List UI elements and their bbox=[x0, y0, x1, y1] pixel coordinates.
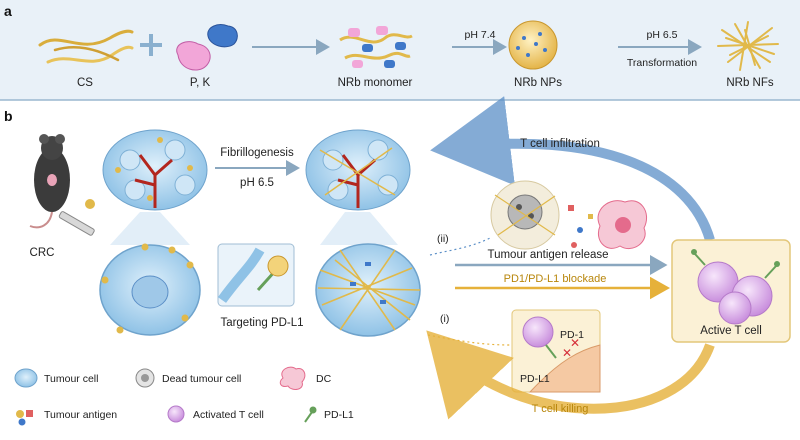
cs-fibres-icon bbox=[38, 29, 134, 64]
tumour-tissue-right-icon bbox=[305, 129, 411, 211]
cs-label: CS bbox=[77, 77, 93, 89]
nps-label: NRb NPs bbox=[514, 77, 562, 89]
svg-text:✕: ✕ bbox=[570, 336, 580, 350]
t-infiltration-label: T cell infiltration bbox=[520, 138, 600, 150]
ph65-label: pH 6.5 bbox=[647, 29, 678, 41]
nrb-nfs-icon bbox=[717, 21, 779, 71]
legend-label-activated-t-cell: Activated T cell bbox=[193, 409, 264, 421]
legend-label-pd-l1: PD-L1 bbox=[324, 409, 354, 421]
legend: Tumour cell Dead tumour cell DC Tumour a… bbox=[14, 366, 354, 426]
label-ii: (ii) bbox=[437, 233, 449, 245]
crc-label: CRC bbox=[30, 247, 55, 259]
nrb-monomer-icon bbox=[339, 26, 413, 68]
dead-tumour-dc-group-icon bbox=[490, 180, 648, 250]
targeting-pdl1-inset bbox=[217, 243, 295, 307]
pd1-inset: ✕ ✕ bbox=[511, 309, 601, 393]
dotted-link-ii bbox=[429, 237, 491, 256]
targeting-label: Targeting PD-L1 bbox=[220, 317, 303, 329]
pdl1-inset-label: PD-L1 bbox=[520, 373, 550, 385]
syringe-icon bbox=[58, 199, 95, 236]
active-t-cell-box bbox=[671, 239, 791, 343]
nfs-label: NRb NFs bbox=[726, 77, 774, 89]
fibrillogenesis-label: Fibrillogenesis bbox=[220, 147, 294, 159]
arrow-t-infiltration bbox=[430, 96, 715, 242]
dotted-link-i bbox=[427, 334, 511, 346]
dc-icon bbox=[279, 366, 306, 390]
plus-icon bbox=[140, 34, 162, 56]
pd-l1-icon bbox=[304, 406, 317, 423]
p-k-blobs-icon bbox=[176, 24, 238, 71]
legend-label-tumour-antigen: Tumour antigen bbox=[44, 409, 117, 421]
monomer-label: NRb monomer bbox=[338, 77, 413, 89]
tumour-cell-icon bbox=[14, 368, 38, 388]
tumour-cell-fibres-icon bbox=[315, 243, 421, 337]
legend-label-tumour-cell: Tumour cell bbox=[44, 373, 98, 385]
active-t-label: Active T cell bbox=[700, 325, 762, 337]
tumour-tissue-left-icon bbox=[102, 129, 208, 211]
antigen-release-label: Tumour antigen release bbox=[487, 249, 608, 261]
pd1-label: PD-1 bbox=[560, 329, 584, 341]
fib-ph-label: pH 6.5 bbox=[240, 177, 274, 189]
panel-a-letter: a bbox=[4, 3, 12, 19]
tumour-cell-zoom-icon bbox=[99, 243, 201, 336]
legend-label-dc: DC bbox=[316, 373, 332, 385]
legend-label-dead-tumour-cell: Dead tumour cell bbox=[162, 373, 241, 385]
panel-b-letter: b bbox=[4, 108, 13, 124]
zoom-wedge-left bbox=[110, 212, 190, 245]
activated-t-cell-icon bbox=[167, 405, 185, 423]
tumour-antigen-icon bbox=[16, 410, 33, 426]
label-i: (i) bbox=[440, 313, 449, 325]
t-killing-label: T cell killing bbox=[532, 403, 589, 415]
nrb-nps-icon bbox=[508, 20, 558, 70]
arrow-t-killing bbox=[426, 330, 715, 420]
ph74-label: pH 7.4 bbox=[465, 29, 496, 41]
blockade-label: PD1/PD-L1 blockade bbox=[504, 273, 607, 285]
pk-label: P, K bbox=[190, 77, 211, 89]
svg-text:✕: ✕ bbox=[562, 346, 572, 360]
zoom-wedge-right bbox=[320, 212, 398, 245]
mouse-icon bbox=[29, 134, 70, 229]
transformation-label: Transformation bbox=[627, 57, 697, 69]
